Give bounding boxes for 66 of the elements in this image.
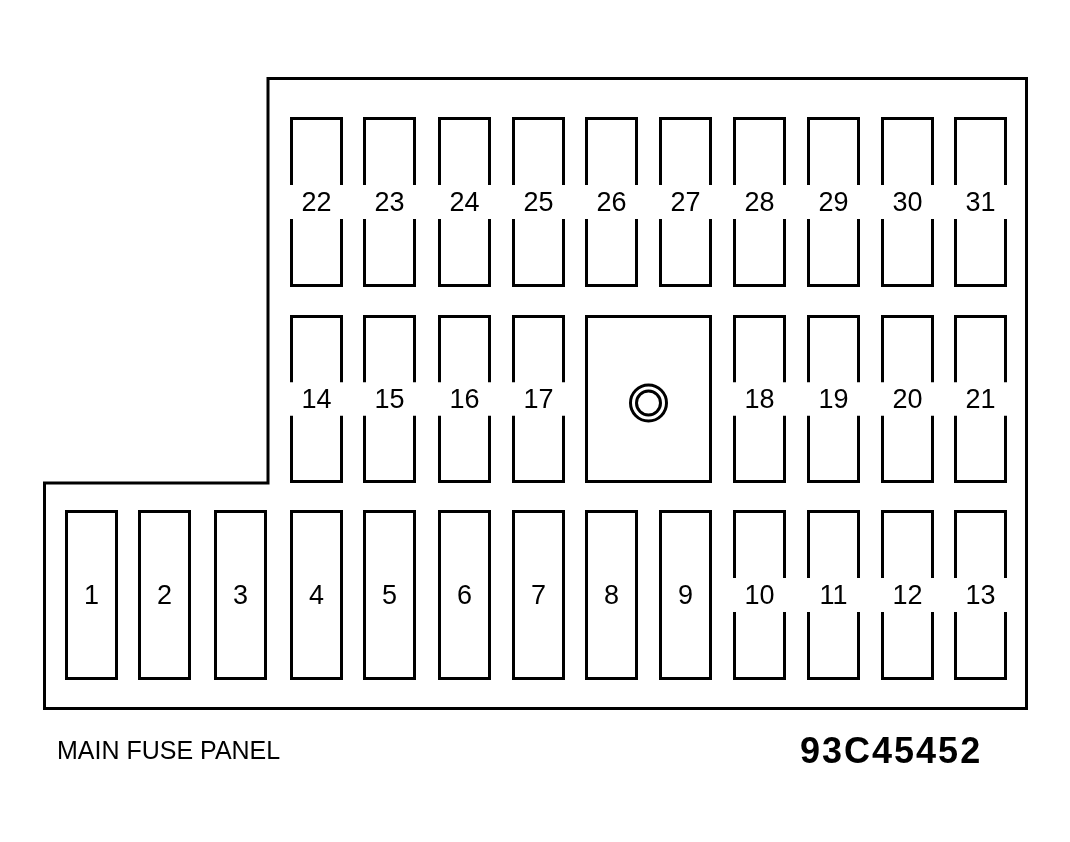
fuse-slot: [807, 510, 860, 680]
fuse-slot: [585, 510, 638, 680]
fuse-number: 2: [156, 580, 173, 610]
fuse-number: 4: [308, 580, 325, 610]
fuse-number: 29: [817, 187, 850, 217]
fuse-slot: [807, 117, 860, 287]
fuse-number: 13: [964, 580, 997, 610]
fuse-number: 22: [300, 187, 333, 217]
fuse-number: 26: [595, 187, 628, 217]
fuse-number: 8: [603, 580, 620, 610]
fuse-number: 1: [83, 580, 100, 610]
fuse-number: 6: [456, 580, 473, 610]
fuse-slot: [138, 510, 191, 680]
fuse-slot: [290, 315, 343, 483]
fuse-number: 24: [448, 187, 481, 217]
fuse-number: 20: [891, 384, 924, 414]
fuse-number: 30: [891, 187, 924, 217]
fuse-slot: [954, 510, 1007, 680]
panel-title: MAIN FUSE PANEL: [57, 736, 281, 765]
fuse-slot: [363, 315, 416, 483]
fuse-slot: [363, 510, 416, 680]
relay-block: [585, 315, 712, 483]
fuse-number: 3: [232, 580, 249, 610]
figure-code: 93C45452: [800, 730, 983, 772]
fuse-slot: [659, 510, 712, 680]
fuse-number: 15: [373, 384, 406, 414]
fuse-slot: [438, 510, 491, 680]
fuse-number: 10: [743, 580, 776, 610]
fuse-slot: [807, 315, 860, 483]
fuse-slot: [733, 315, 786, 483]
fuse-slot: [438, 315, 491, 483]
fuse-slot: [214, 510, 267, 680]
fuse-number: 7: [530, 580, 547, 610]
fuse-number: 16: [448, 384, 481, 414]
fuse-slot: [65, 510, 118, 680]
fuse-slot: [733, 117, 786, 287]
fuse-slot: [363, 117, 416, 287]
fuse-number: 21: [964, 384, 997, 414]
fuse-slot: [881, 510, 934, 680]
fuse-number: 25: [522, 187, 555, 217]
fuse-number: 9: [677, 580, 694, 610]
fuse-number: 19: [817, 384, 850, 414]
fuse-number: 14: [300, 384, 333, 414]
fuse-slot: [954, 117, 1007, 287]
fuse-slot: [881, 117, 934, 287]
fuse-slot: [290, 117, 343, 287]
fuse-slot: [438, 117, 491, 287]
fuse-number: 31: [964, 187, 997, 217]
fuse-slot: [512, 315, 565, 483]
fuse-number: 27: [669, 187, 702, 217]
fuse-slot: [954, 315, 1007, 483]
fuse-number: 5: [381, 580, 398, 610]
fuse-slot: [512, 117, 565, 287]
fuse-number: 12: [891, 580, 924, 610]
fuse-slot: [659, 117, 712, 287]
fuse-slot: [881, 315, 934, 483]
fuse-number: 17: [522, 384, 555, 414]
fuse-number: 18: [743, 384, 776, 414]
fuse-slot: [290, 510, 343, 680]
fuse-number: 11: [818, 580, 849, 610]
fuse-slot: [512, 510, 565, 680]
fuse-slot: [733, 510, 786, 680]
fuse-number: 23: [373, 187, 406, 217]
fuse-slot: [585, 117, 638, 287]
fuse-number: 28: [743, 187, 776, 217]
fuse-panel-outline: [43, 77, 1028, 710]
